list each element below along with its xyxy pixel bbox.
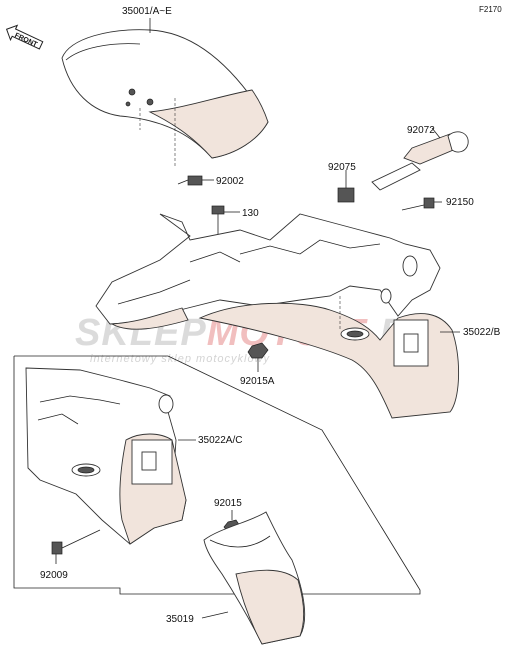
figure-code: F2170 — [479, 5, 502, 14]
front-arrow-icon: FRONT — [5, 24, 44, 50]
bolt-130-icon — [211, 205, 240, 240]
rear-fender-part — [95, 213, 459, 419]
bolt-92002-icon — [177, 175, 214, 186]
part-label: 92015A — [240, 376, 275, 387]
part-label: 35022A/C — [198, 435, 242, 446]
part-label: 92150 — [446, 197, 474, 208]
rubber-92075-part — [337, 170, 355, 203]
bolt-92009-icon — [51, 529, 101, 564]
part-label: 92072 — [407, 125, 435, 136]
nut-92015A-icon — [247, 342, 269, 372]
part-label: 35001/A~E — [122, 6, 172, 17]
rear-flap-part — [203, 511, 306, 645]
watermark-sub: internetowy sklep motocyklowy — [90, 353, 271, 365]
front-fender-part — [61, 29, 269, 168]
part-label: 92015 — [214, 498, 242, 509]
part-label: 130 — [242, 208, 259, 219]
bolt-92150-icon — [401, 197, 442, 211]
part-label: 35022/B — [463, 327, 501, 338]
part-label: 92002 — [216, 176, 244, 187]
part-label: 35019 — [166, 614, 194, 625]
part-label: 92009 — [40, 570, 68, 581]
strap-92072-part — [371, 127, 469, 191]
inset-rear-fender-part — [25, 367, 187, 545]
part-label: 92075 — [328, 162, 356, 173]
